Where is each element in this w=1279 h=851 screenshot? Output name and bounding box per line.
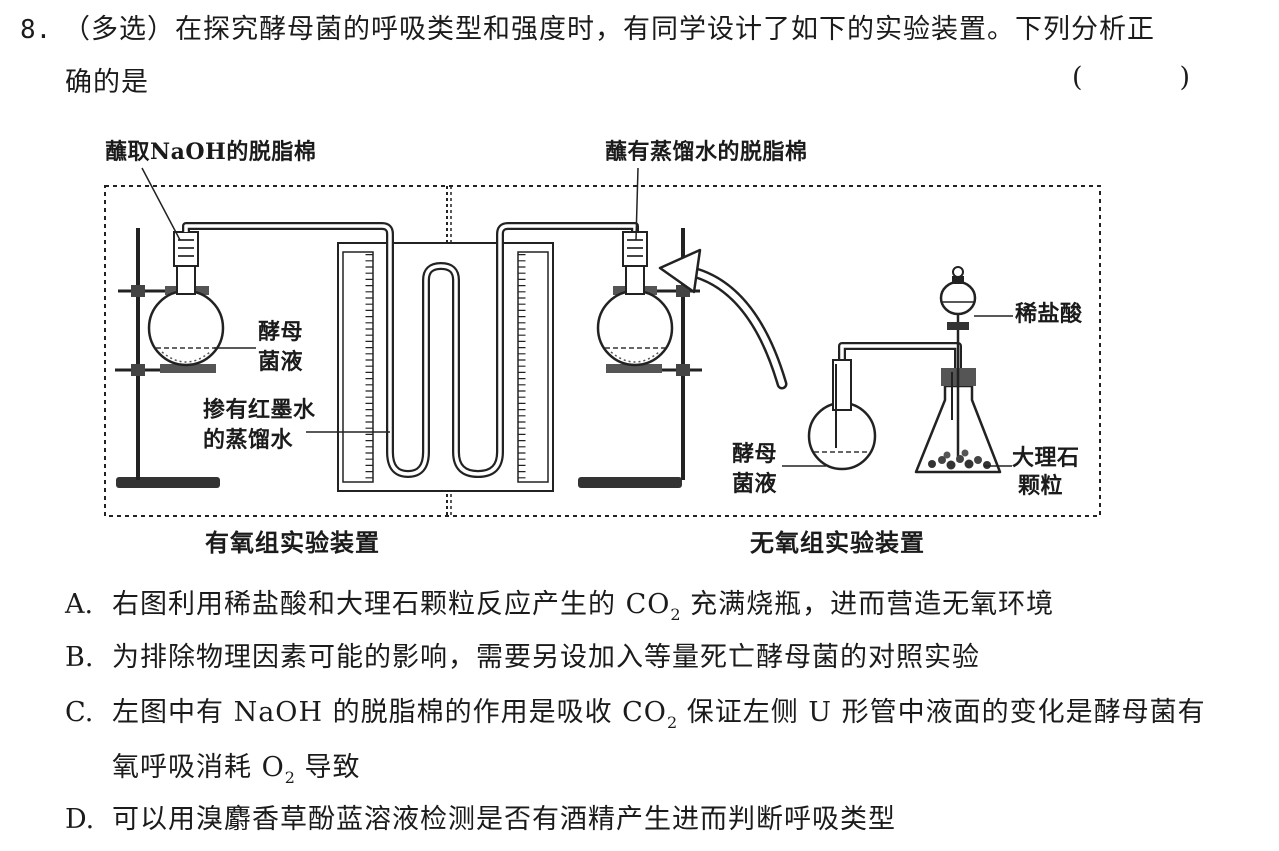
option-a-subscript: 2 [670,605,681,624]
funnel-stopper-knob [952,266,964,278]
left-clamp-boss-lower [131,364,145,376]
transfer-arrow-head [658,248,702,294]
option-b-text: 为排除物理因素可能的影响，需要另设加入等量死亡酵母菌的对照实验 [112,642,980,673]
marble-granule [946,460,956,470]
label-water-cotton: 蘸有蒸馏水的脱脂棉 [605,139,808,165]
question-stem-line2: 确的是 [65,67,149,98]
option-c-letter: C. [65,697,94,728]
left-yeast-liquid [161,351,211,363]
u-tube-manometer [337,242,554,492]
dashed-frame [104,185,1101,517]
option-c-subscript2: 2 [284,768,295,787]
option-a-part1: 右图利用稀盐酸和大理石颗粒反应产生的 CO [112,589,671,620]
label-marble-2: 颗粒 [1018,473,1064,499]
question-stem-line1: （多选）在探究酵母菌的呼吸类型和强度时，有同学设计了如下的实验装置。下列分析正 [63,14,1155,45]
funnel-stopcock [947,322,969,330]
option-c-subscript1: 2 [666,713,678,732]
right-scale-strip [517,251,549,483]
right-flask [596,231,674,367]
option-d-text: 可以用溴麝香草酚蓝溶液检测是否有酒精产生进而判断呼吸类型 [112,804,896,835]
left-stand-base [116,477,220,488]
leader-naoh-cotton [141,167,181,241]
left-scale-strip [342,251,374,483]
option-c-part1: 左图中有 NaOH 的脱脂棉的作用是吸收 CO [112,697,667,728]
option-c-part2: 保证左侧 U 形管中液面的变化是酵母菌有 [677,697,1206,728]
option-a-text: 右图利用稀盐酸和大理石颗粒反应产生的 CO2 充满烧瓶，进而营造无氧环境 [112,588,1054,625]
funnel-neck [952,276,964,284]
right-cotton-texture [627,239,643,257]
marble-granule [983,461,991,469]
answer-bracket: ( ) [1072,62,1195,93]
marble-granule [943,451,951,459]
left-flask-platform [160,364,216,373]
transfer-arrow-outer [678,264,788,390]
marble-granules [928,449,991,470]
left-flask [147,231,225,367]
anaerobic-flask-bulb [807,401,877,471]
option-a-letter: A. [65,589,94,620]
option-c-text-line1: 左图中有 NaOH 的脱脂棉的作用是吸收 CO2 保证左侧 U 形管中液面的变化… [112,696,1206,733]
label-red-ink-2: 的蒸馏水 [203,427,294,453]
glass-tubing-inner [184,224,637,476]
label-yeast-right-2: 菌液 [732,471,778,497]
option-b-letter: B. [65,642,94,673]
option-c-text-line2: 氧呼吸消耗 O2 导致 [112,751,361,788]
erlenmeyer-flask [914,266,1002,474]
right-yeast-liquid [610,351,660,363]
manometer-board [337,242,554,492]
option-a-part2: 充满烧瓶，进而营造无氧环境 [680,589,1055,620]
label-yeast-left-2: 菌液 [258,349,304,375]
co2-tube-outer [838,342,962,372]
marble-granule [964,459,974,469]
right-flask-bulb [596,289,674,367]
right-flask-platform [606,364,662,373]
left-clamp-boss-upper [131,285,145,297]
label-hcl: 稀盐酸 [1015,301,1083,327]
right-clamp-boss-lower [676,364,690,376]
left-flask-bulb [147,289,225,367]
label-yeast-right-1: 酵母 [732,441,778,467]
separatory-funnel-bulb [939,280,977,316]
anaerobic-flask-neck [832,359,852,411]
right-stand-base [578,477,682,488]
label-yeast-left-1: 酵母 [258,319,304,345]
question-number: 8. [20,15,52,45]
anaerobic-flask [807,342,962,471]
marble-granule [938,456,946,464]
caption-anaerobic: 无氧组实验装置 [750,528,925,557]
leader-water-cotton [635,167,639,241]
label-naoh-cotton: 蘸取NaOH的脱脂棉 [105,139,317,165]
label-marble-1: 大理石 [1012,445,1080,471]
left-cotton-texture [178,239,194,257]
marble-granule [928,460,936,468]
marble-granule [974,456,982,464]
marble-granule [956,455,964,463]
option-c-part4: 导致 [294,752,361,783]
caption-aerobic: 有氧组实验装置 [205,528,380,557]
option-d-letter: D. [65,804,95,835]
option-c-part3: 氧呼吸消耗 O [112,752,285,783]
transfer-arrow-inner [681,267,785,387]
label-red-ink-1: 掺有红墨水 [203,397,316,423]
marble-granule [961,449,969,457]
